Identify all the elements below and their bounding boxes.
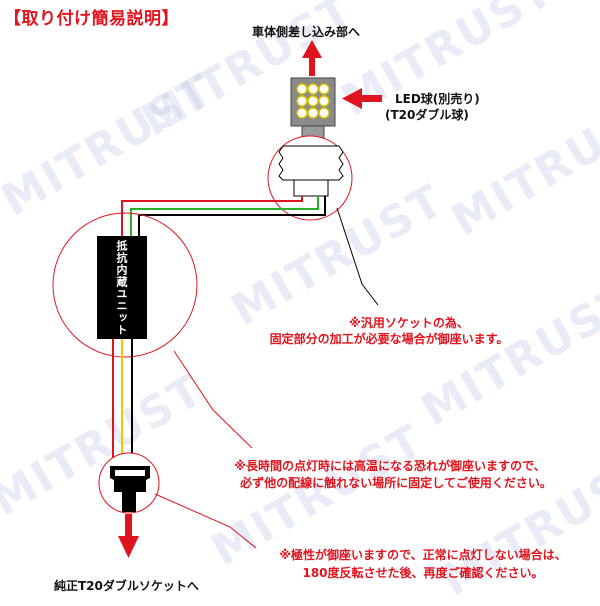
t20-double-socket-icon: [110, 466, 150, 512]
resistor-unit-label: 抵抗内蔵ユニット: [115, 240, 128, 336]
resistor-unit-box: [97, 236, 147, 339]
led-bulb-icon: [290, 77, 336, 143]
leader-lines: [336, 207, 379, 306]
note-heat-line1: ※長時間の点灯時には高温になる恐れが御座いますので、: [234, 459, 546, 473]
left-arrow-icon: [342, 88, 382, 109]
note-polarity-line2: 180度反転させた後、再度ご確認ください。: [302, 566, 544, 580]
note-socket-line1: ※汎用ソケットの為、: [349, 316, 469, 330]
wire-harness: [121, 196, 326, 238]
note-polarity-line1: ※極性が御座いますので、正常に点灯しない場合は、: [279, 548, 567, 562]
bottom-destination-label: 純正T20ダブルソケットへ: [54, 579, 199, 593]
led-label-line2: (T20ダブル球): [385, 108, 469, 122]
up-arrow-icon: [302, 40, 322, 76]
led-label-line1: LED球(別売り): [395, 92, 480, 106]
generic-socket-icon: [278, 145, 344, 197]
note-heat-line2: 必ず他の配線に触れない場所に固定してご使用ください。: [240, 476, 552, 490]
page-title: 【取り付け簡易説明】: [4, 9, 179, 29]
note-socket-line2: 固定部分の加工が必要な場合が御座います。: [269, 332, 509, 346]
top-destination-label: 車体側差し込み部へ: [252, 25, 361, 39]
down-arrow-icon: [118, 514, 139, 558]
